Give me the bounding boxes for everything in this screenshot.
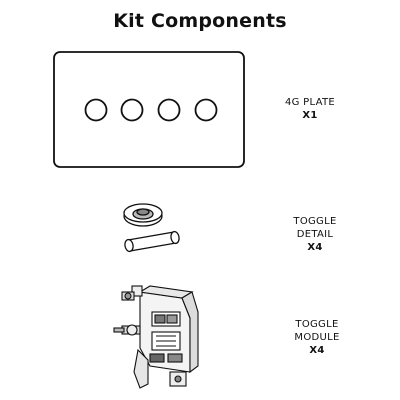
component-name: TOGGLE: [295, 319, 339, 330]
component-name: TOGGLE: [293, 216, 337, 227]
four-gang-plate-icon: [53, 51, 245, 168]
component-name: 4G PLATE: [284, 97, 335, 108]
page-title: Kit Components: [113, 10, 287, 32]
component-quantity: X4: [309, 345, 325, 356]
toggle-module-icon: [113, 285, 199, 389]
component-label-4g-plate: 4G PLATE X1: [265, 96, 355, 122]
component-name: DETAIL: [296, 229, 334, 240]
component-quantity: X1: [302, 110, 318, 121]
toggle-detail-icon: [123, 203, 180, 253]
component-quantity: X4: [307, 242, 323, 253]
component-name: MODULE: [294, 332, 340, 343]
component-label-toggle-module: TOGGLE MODULE X4: [272, 318, 362, 357]
component-label-toggle-detail: TOGGLE DETAIL X4: [270, 215, 360, 254]
